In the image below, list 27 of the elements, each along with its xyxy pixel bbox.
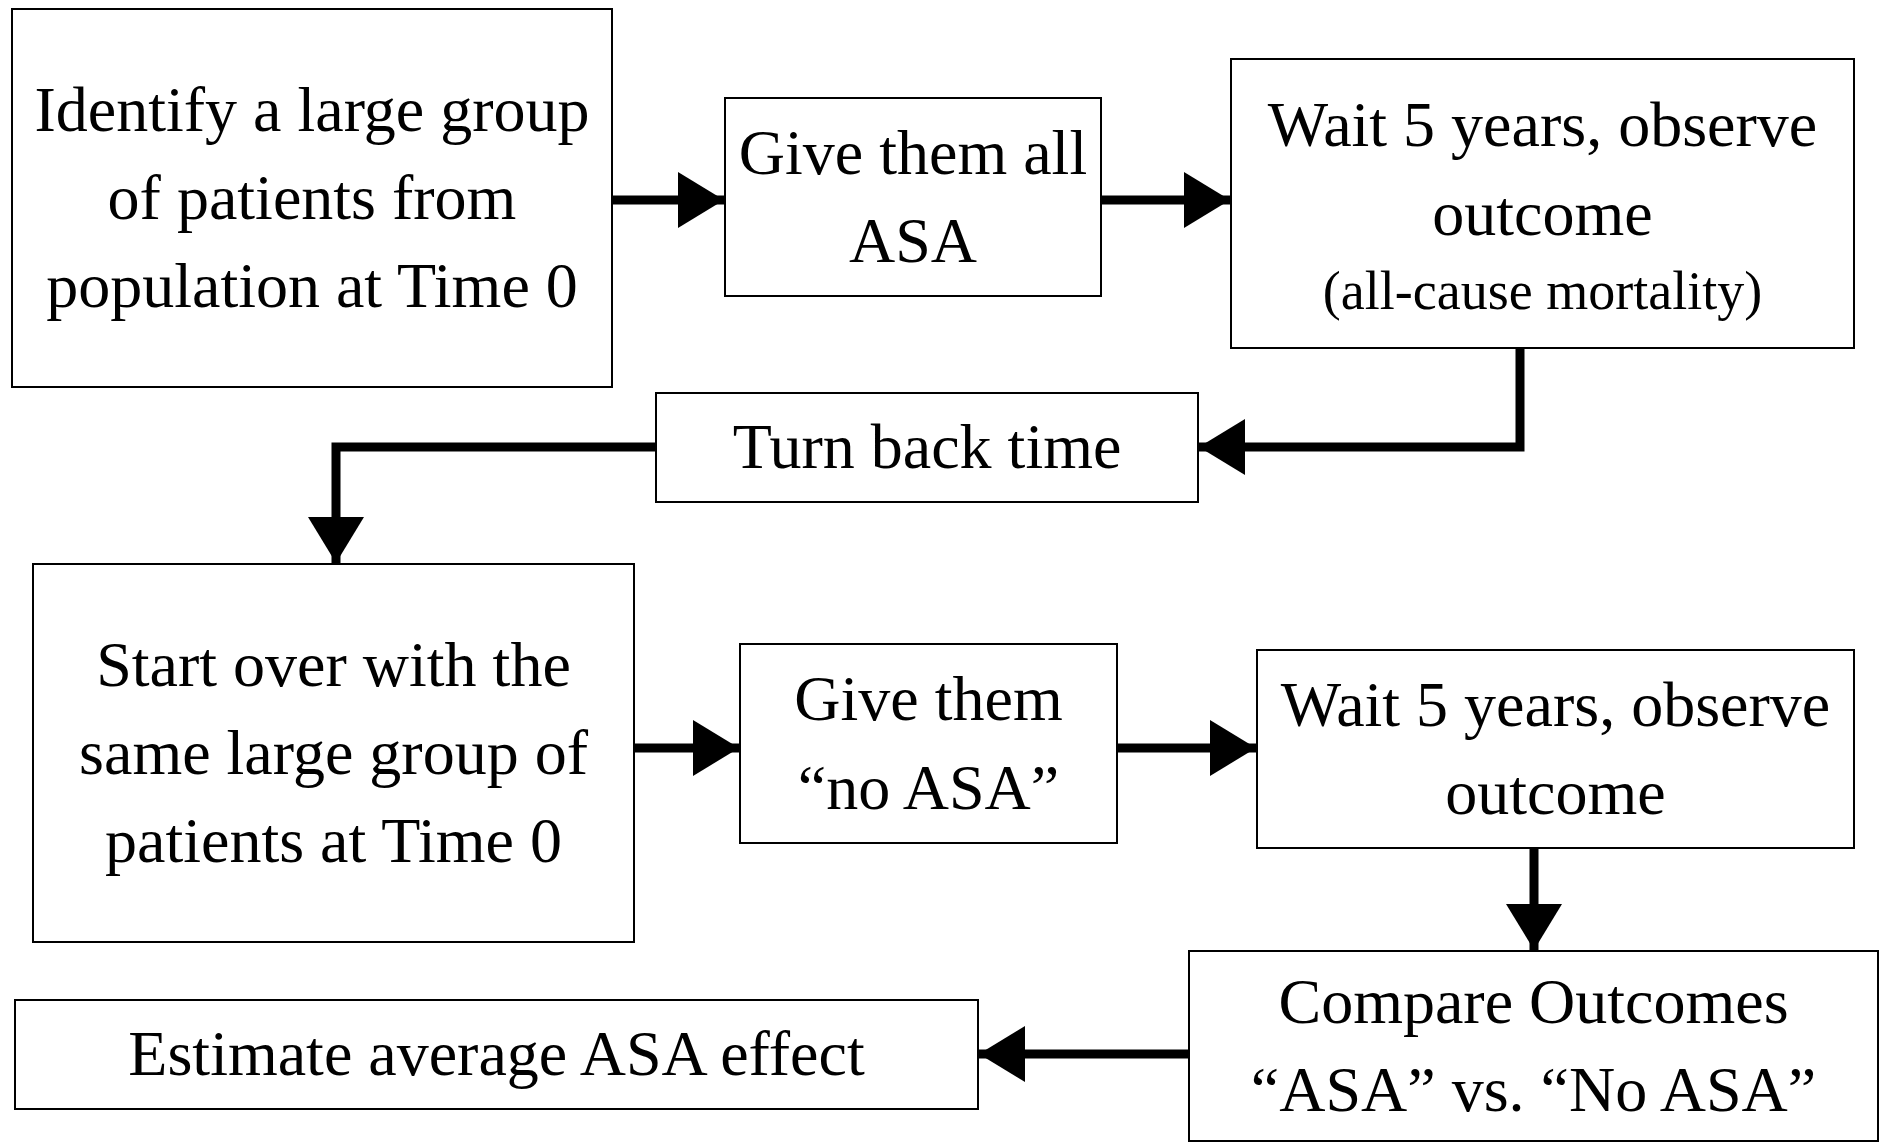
arrow — [1118, 720, 1256, 776]
box-label: Start over with the same large group of patients at Time 0 — [78, 627, 589, 879]
arrow — [1199, 349, 1525, 475]
process-box — [11, 8, 613, 388]
process-box — [655, 392, 1199, 503]
process-box — [14, 999, 979, 1110]
box-label: Compare Outcomes “ASA” vs. “No ASA” — [1249, 964, 1818, 1127]
arrow — [308, 442, 655, 563]
box-label: Wait 5 years, observe outcome — [1279, 667, 1832, 830]
process-box — [1230, 58, 1855, 349]
box-label: Give them “no ASA” — [793, 662, 1064, 825]
box-label: Estimate average ASA effect — [128, 1017, 865, 1092]
arrow — [1506, 849, 1562, 950]
box-label: Wait 5 years, observe outcome — [1266, 88, 1819, 251]
box-label: Give them all ASA — [737, 115, 1089, 278]
arrow — [979, 1026, 1188, 1082]
box-label: Turn back time — [732, 410, 1122, 485]
arrow — [1102, 172, 1230, 228]
process-box — [739, 643, 1118, 844]
box-note: (all-cause mortality) — [1322, 260, 1763, 324]
process-box — [1256, 649, 1855, 849]
process-box — [724, 97, 1102, 297]
box-label: Identify a large group of patients from population at Time 0 — [33, 72, 591, 324]
process-box — [32, 563, 635, 943]
arrow — [635, 720, 739, 776]
process-box — [1188, 950, 1879, 1142]
arrow — [613, 172, 724, 228]
